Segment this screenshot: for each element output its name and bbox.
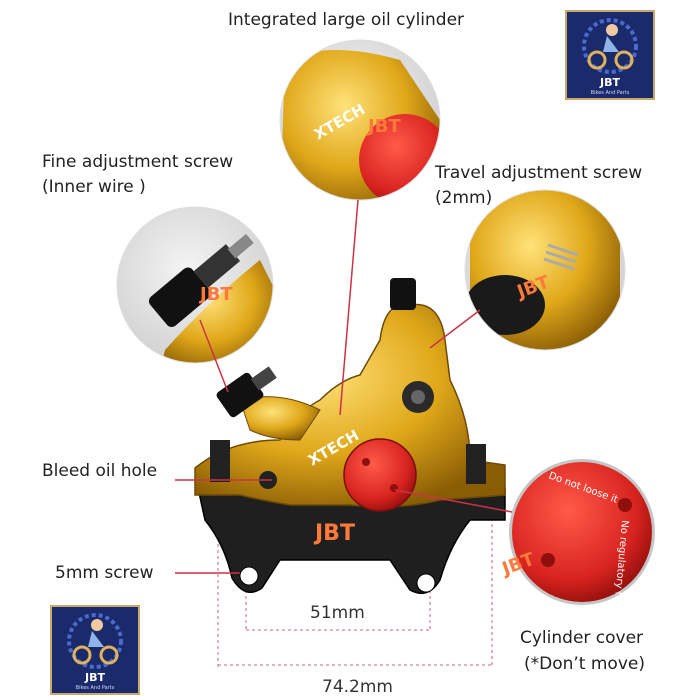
zoom-circle-cylinder: XTECH [279,39,441,201]
logo-name: JBT [600,76,620,89]
label-travel-adjust: Travel adjustment screw [435,163,643,183]
label-cylinder-cover-sub: (*Don’t move) [524,654,645,674]
zoom-circle-fine-adjust [116,206,274,364]
label-fine-adjust-sub: (Inner wire ) [42,177,146,197]
label-travel-adjust-sub: (2mm) [435,188,493,208]
cyclist-icon [582,18,638,74]
logo-tagline: Bikes And Parts [75,685,115,691]
cyclist-icon [67,613,123,669]
label-fine-adjust: Fine adjustment screw [42,152,234,172]
jbt-logo-bottom: JBT Bikes And Parts [50,605,140,695]
label-5mm-screw: 5mm screw [55,563,154,583]
zoom-circle-cylinder-cover: Do not loose it No regulatory function [509,459,655,633]
label-bleed-hole: Bleed oil hole [42,461,158,481]
mount-bracket [197,487,506,595]
logo-tagline: Bikes And Parts [590,90,630,96]
zoom-circle-travel-adjust [464,189,626,351]
jbt-logo-top: JBT Bikes And Parts [565,10,655,100]
svg-text:JBT: JBT [366,116,401,137]
logo-name: JBT [85,671,105,684]
label-integrated-cylinder: Integrated large oil cylinder [228,10,465,30]
dimension-74mm: 74.2mm [322,677,393,697]
caliper-body: XTECH [194,278,506,512]
dimension-51mm: 51mm [310,603,365,623]
leader-lines [175,199,513,574]
label-cylinder-cover: Cylinder cover [520,628,644,648]
svg-text:JBT: JBT [313,521,355,546]
svg-text:JBT: JBT [198,284,233,305]
